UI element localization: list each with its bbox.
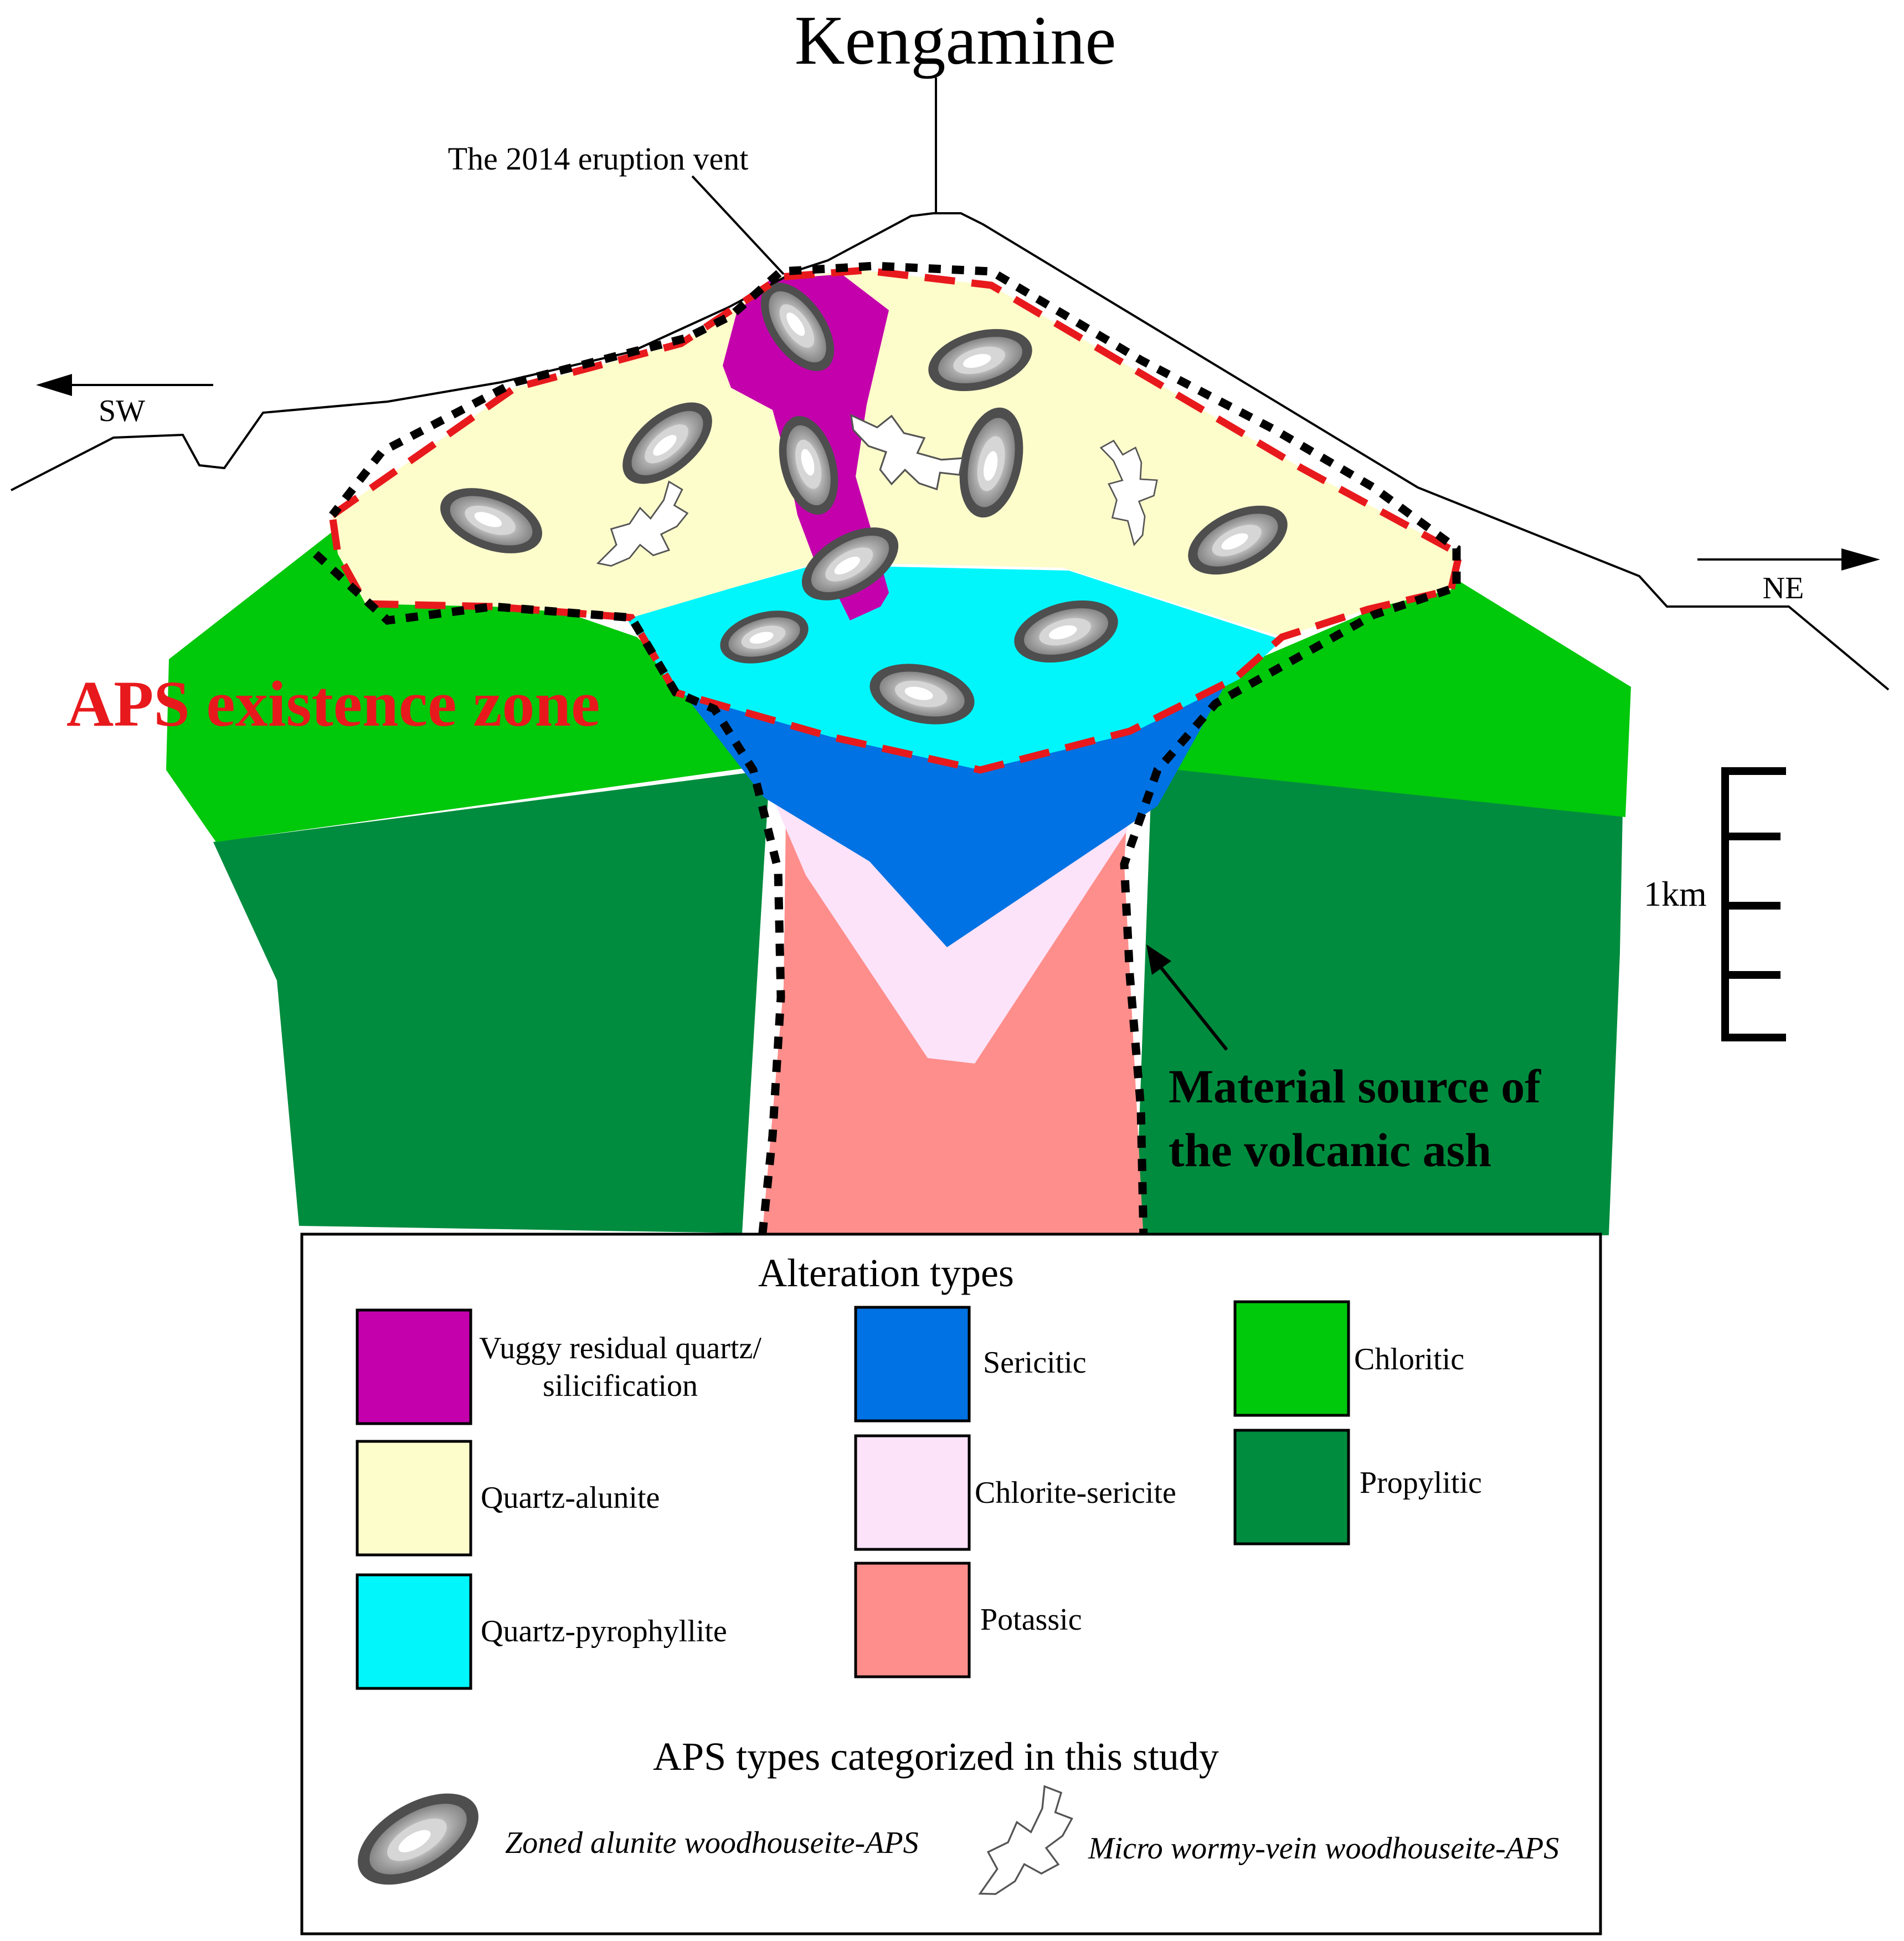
legend-swatch-vuggy — [356, 1308, 472, 1425]
material-source-label-line2: the volcanic ash — [1169, 1123, 1491, 1177]
material-source-arrow-head — [1146, 944, 1171, 975]
legend: Alteration types Vuggy residual quartz/ … — [300, 1233, 1602, 1935]
legend-swatch-sericitic — [854, 1306, 971, 1423]
sw-arrow-head — [36, 374, 72, 396]
legend-swatch-chloritic — [1233, 1300, 1350, 1417]
aps-existence-zone-label: APS existence zone — [66, 667, 600, 740]
vent-label: The 2014 eruption vent — [448, 141, 749, 177]
legend-label-sericitic: Sericitic — [983, 1346, 1087, 1380]
aps-existence-zone-boundary — [328, 266, 1464, 774]
ne-arrow-head — [1841, 548, 1880, 571]
legend-label-chloritic: Chloritic — [1354, 1342, 1464, 1377]
sw-label: SW — [99, 394, 145, 428]
scale-bar-label: 1km — [1644, 874, 1707, 913]
propylitic-zone-right — [1135, 767, 1623, 1235]
legend-swatch-quartz-alunite — [356, 1440, 472, 1557]
legend-label-propylitic: Propylitic — [1360, 1466, 1482, 1500]
legend-label-vuggy-line2: silicification — [543, 1369, 698, 1403]
material-source-annotation: Material source of the volcanic ash — [1146, 944, 1541, 1177]
material-source-label-line1: Material source of — [1169, 1060, 1541, 1113]
ne-direction-indicator: NE — [1697, 548, 1880, 605]
legend-aps-title: APS types categorized in this study — [653, 1734, 1219, 1779]
topographic-profile — [11, 212, 1890, 691]
legend-aps-zoned-label: Zoned alunite woodhouseite-APS — [505, 1826, 919, 1860]
propylitic-zone — [213, 770, 770, 1233]
legend-swatch-chlorite-sericite — [854, 1434, 971, 1551]
cross-section-body — [166, 269, 1631, 1244]
vent-leader-line — [691, 175, 785, 275]
legend-label-potassic: Potassic — [980, 1603, 1082, 1637]
chloritic-zone-left — [166, 532, 773, 842]
material-source-boundary — [312, 551, 785, 1244]
ne-label: NE — [1763, 571, 1804, 605]
legend-swatch-potassic — [854, 1562, 971, 1678]
volcano-title: Kengamine — [795, 2, 1116, 79]
scale-bar: 1km — [1644, 767, 1786, 1041]
legend-swatch-quartz-pyrophyllite — [356, 1573, 472, 1690]
sw-direction-indicator: SW — [36, 374, 213, 428]
legend-title: Alteration types — [758, 1251, 1014, 1295]
legend-label-chlorite-sericite: Chlorite-sericite — [975, 1476, 1176, 1510]
legend-label-vuggy-line1: Vuggy residual quartz/ — [479, 1331, 761, 1365]
material-source-arrow-line — [1159, 966, 1228, 1051]
legend-label-quartz-alunite: Quartz-alunite — [481, 1481, 660, 1515]
material-source-boundary — [329, 261, 1461, 1241]
legend-swatch-propylitic — [1233, 1429, 1350, 1545]
chloritic-zone-right — [1152, 576, 1631, 817]
legend-label-quartz-pyrophyllite: Quartz-pyrophyllite — [481, 1614, 727, 1649]
legend-aps-wormy-label: Micro wormy-vein woodhouseite-APS — [1088, 1831, 1559, 1866]
